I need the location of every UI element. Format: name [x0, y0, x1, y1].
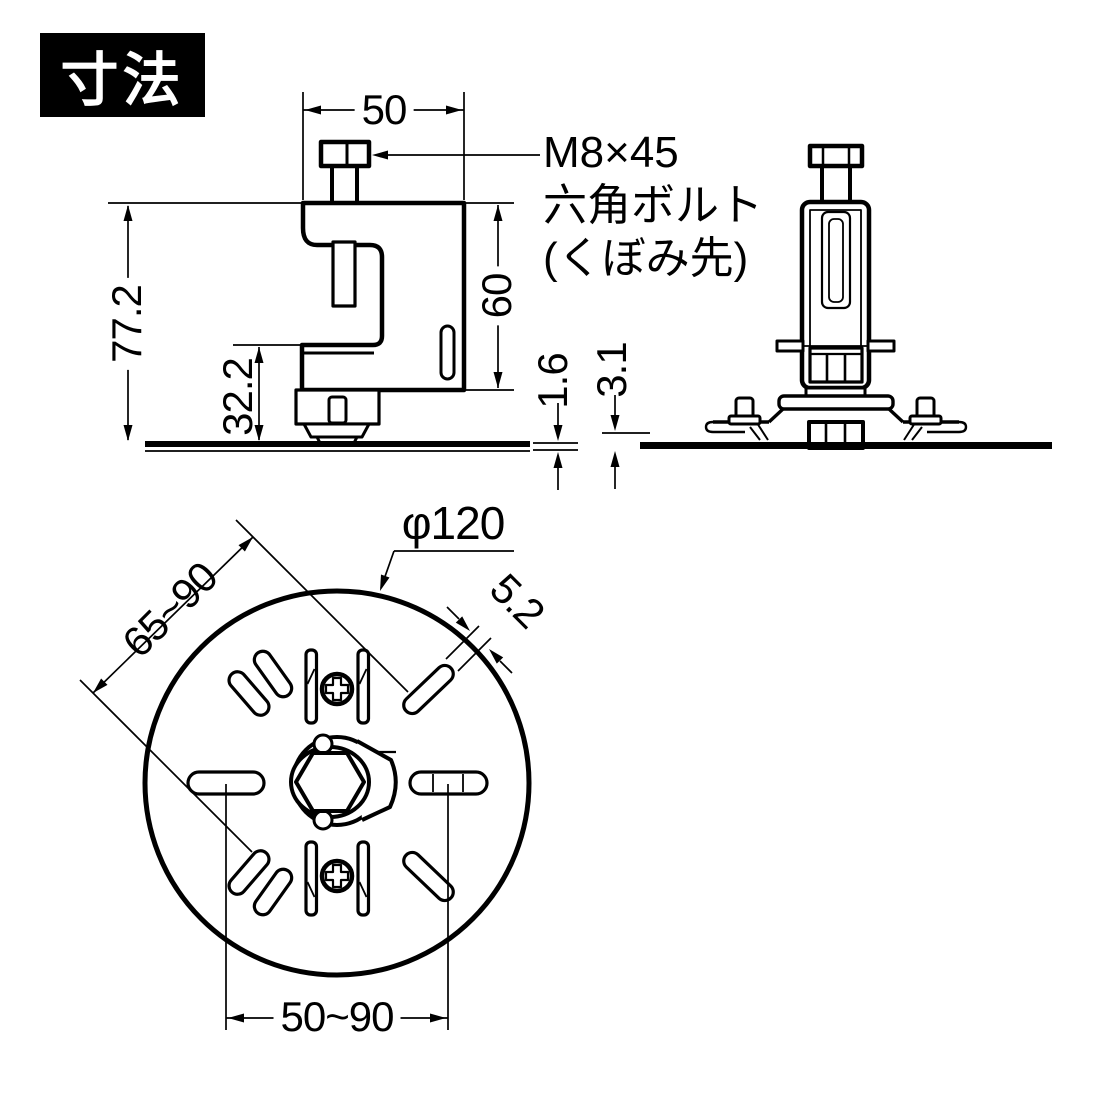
bolt-callout-line3: (くぼみ先) — [543, 234, 749, 283]
bolt-callout-line1: M8×45 — [543, 128, 679, 177]
dim-horizontal-pitch: 50~90 — [273, 996, 401, 1038]
phillips-screw — [319, 671, 355, 894]
clamp-outline — [299, 200, 467, 393]
diagonal-slots — [227, 649, 455, 917]
dim-body-height: 60 — [473, 266, 520, 326]
hex-hole — [294, 751, 366, 813]
base-plate-right — [640, 442, 1052, 449]
dim-right-plate-height: 3.1 — [588, 342, 635, 398]
dim-top-width: 50 — [354, 89, 414, 131]
bolt-head-side — [318, 139, 372, 169]
bolt-head-front — [807, 143, 865, 169]
bolt-callout: M8×45 六角ボルト (くぼみ先) — [543, 126, 763, 285]
dim-jaw-to-plate: 32.2 — [214, 358, 261, 436]
base-plate-left — [145, 441, 530, 447]
title-badge: 寸法 — [40, 33, 205, 117]
vertical-slots — [304, 648, 371, 917]
dim-left-plate-thickness: 1.6 — [529, 353, 576, 409]
title-badge-label: 寸法 — [60, 48, 185, 113]
dim-overall-height: 77.2 — [103, 278, 150, 370]
bolt-callout-line2: 六角ボルト — [543, 181, 763, 230]
dim-plate-diameter: φ120 — [401, 497, 506, 549]
